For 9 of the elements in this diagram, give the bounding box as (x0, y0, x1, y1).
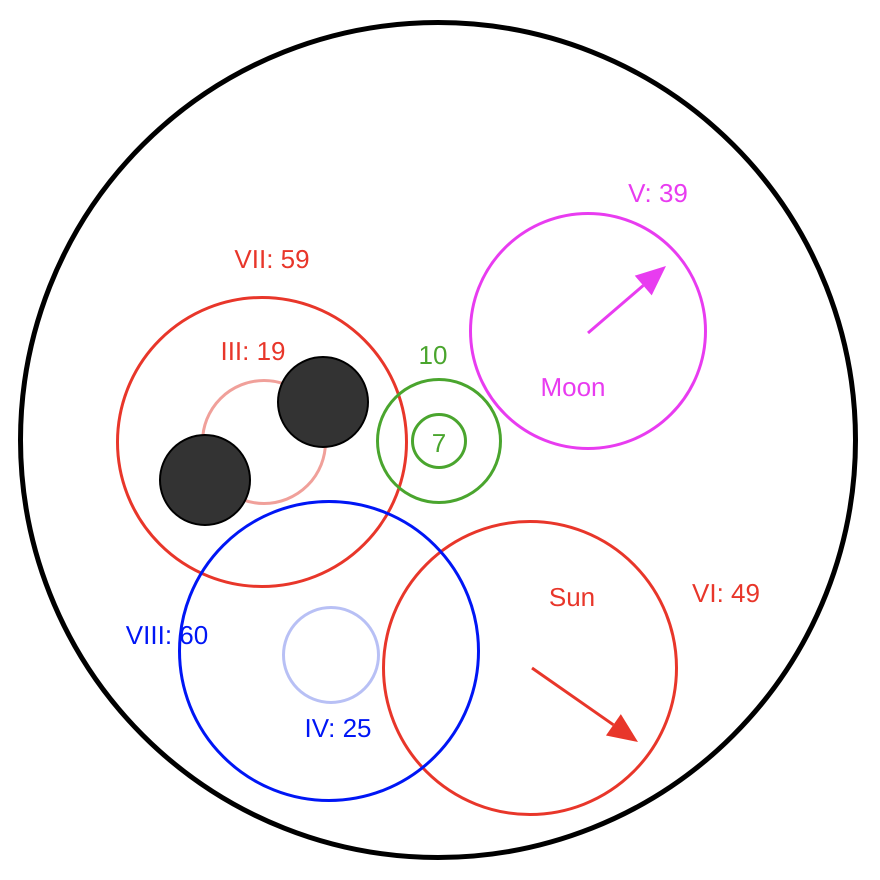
name-label: VI: 49 (692, 580, 760, 606)
circle-label: 10 (418, 342, 448, 368)
name-label: Moon (540, 374, 606, 400)
circle-label: III: 19 (220, 338, 286, 364)
circle-label: 7 (432, 430, 446, 456)
circle-label: VII: 59 (234, 246, 310, 272)
circle-label: Sun (548, 584, 596, 610)
circle-label: IV: 25 (304, 715, 372, 741)
circle-label: V: 39 (628, 180, 688, 206)
